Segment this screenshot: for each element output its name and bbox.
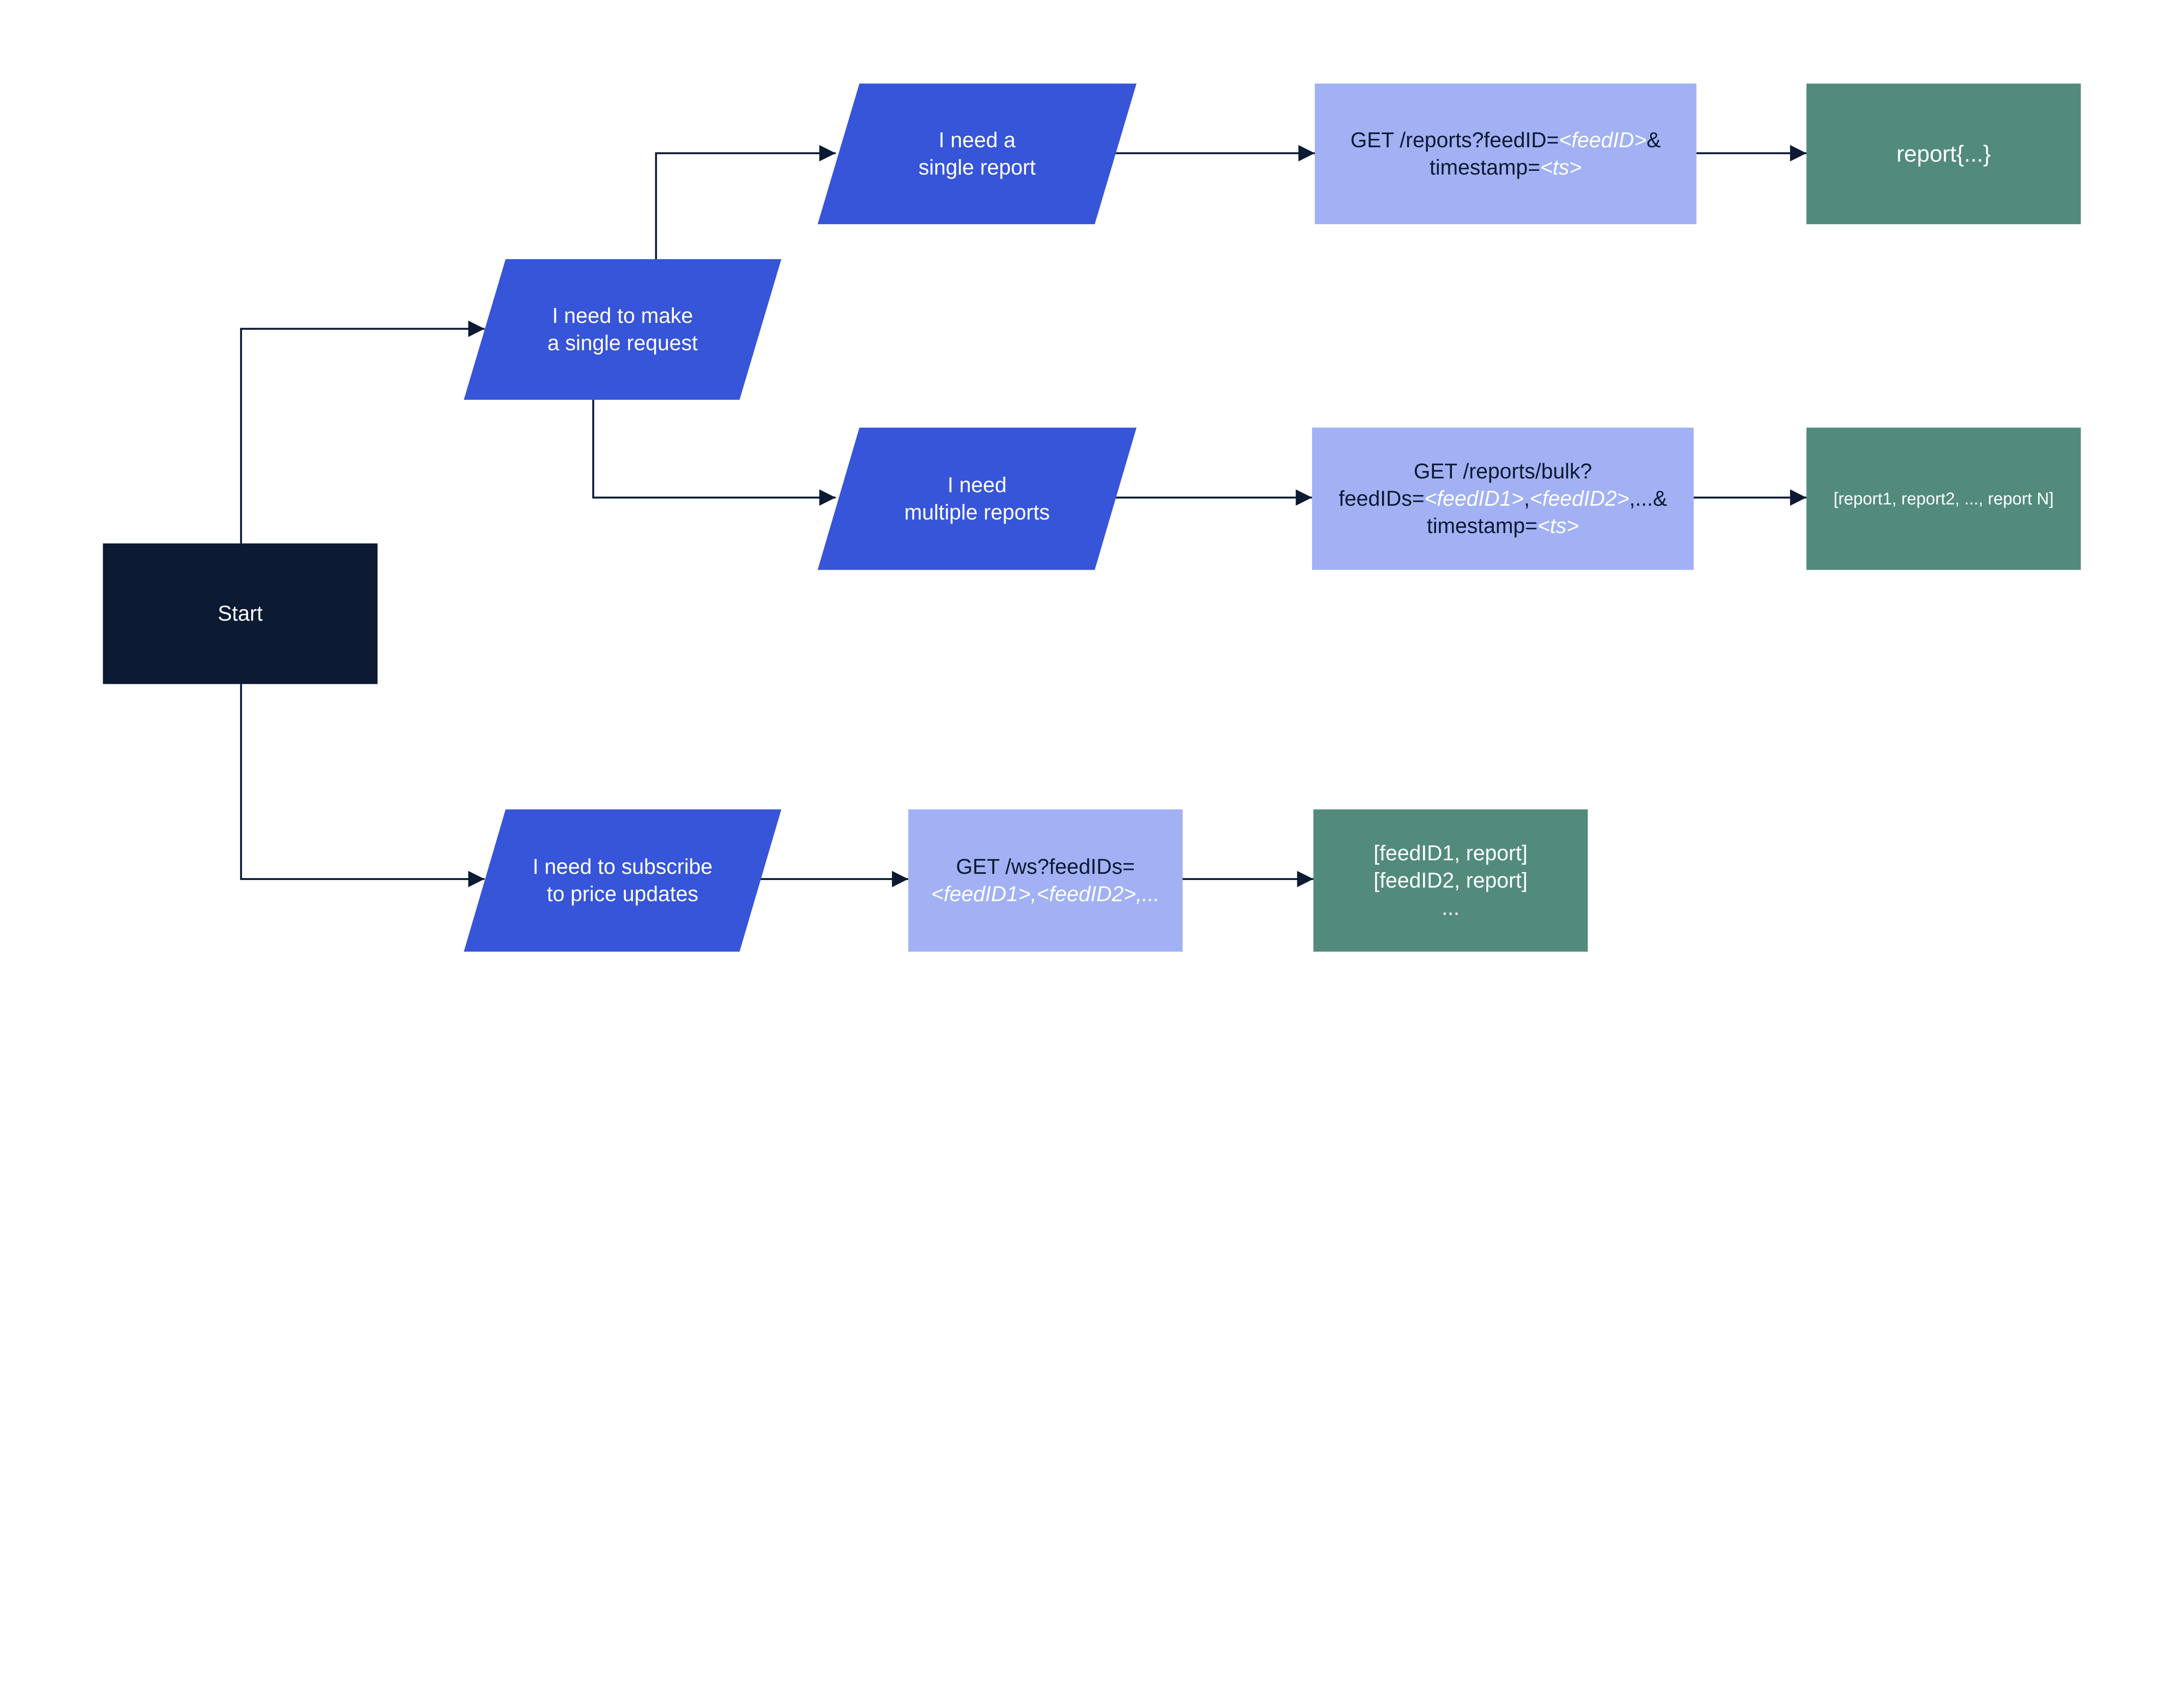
node-get-ws: GET /ws?feedIDs= <feedID1>,<feedID2>,... bbox=[908, 809, 1183, 952]
node-label-line: I need bbox=[947, 473, 1007, 497]
box-shape bbox=[1313, 809, 1588, 952]
label-text: GET /reports/bulk? bbox=[1414, 460, 1592, 483]
edges bbox=[240, 145, 1807, 887]
label-text: a single request bbox=[547, 331, 698, 355]
placeholder-text: <feedID1> bbox=[1424, 487, 1524, 511]
decision-shape bbox=[463, 809, 781, 952]
box-shape bbox=[1806, 427, 2081, 570]
node-label-line: to price updates bbox=[547, 883, 698, 906]
box-shape bbox=[1806, 83, 2081, 225]
arrow-start-to-subscribe bbox=[240, 684, 485, 887]
node-label-line: ... bbox=[1442, 896, 1460, 920]
node-label-line: single report bbox=[919, 156, 1036, 179]
label-text: GET /ws?feedIDs= bbox=[956, 855, 1135, 879]
label-text: Start bbox=[218, 602, 263, 626]
node-label-line: I need to subscribe bbox=[532, 855, 712, 879]
label-text: timestamp= bbox=[1427, 514, 1538, 538]
placeholder-text: <feedID> bbox=[1559, 128, 1647, 152]
label-text: multiple reports bbox=[904, 501, 1050, 524]
node-label-line: Start bbox=[218, 602, 263, 626]
label-text: feedIDs= bbox=[1339, 487, 1424, 511]
node-label-line: [feedID2, report] bbox=[1374, 869, 1527, 892]
label-text: & bbox=[1647, 128, 1661, 152]
label-text: to price updates bbox=[547, 883, 698, 906]
node-start: Start bbox=[103, 543, 378, 684]
node-subscribe: I need to subscribe to price updates bbox=[463, 809, 781, 952]
node-get-bulk: GET /reports/bulk? feedIDs=<feedID1>,<fee… bbox=[1312, 427, 1694, 570]
arrow-single-request-to-single-report bbox=[655, 145, 836, 260]
node-single-request: I need to make a single request bbox=[463, 259, 781, 400]
label-text: I need a bbox=[939, 128, 1016, 152]
node-label-line: GET /ws?feedIDs= bbox=[956, 855, 1135, 879]
node-label-line: GET /reports/bulk? bbox=[1414, 460, 1592, 483]
node-label-line: timestamp=<ts> bbox=[1430, 156, 1582, 179]
decision-shape bbox=[817, 427, 1137, 570]
label-text: report{...} bbox=[1897, 141, 1991, 167]
label-text: [report1, report2, ..., report N] bbox=[1834, 489, 2054, 508]
node-label-line: I need to make bbox=[552, 304, 693, 328]
box-shape bbox=[908, 809, 1183, 952]
placeholder-text: <ts> bbox=[1538, 514, 1579, 538]
decision-shape bbox=[463, 259, 781, 400]
arrow-single-request-to-multiple-reports bbox=[592, 400, 836, 506]
placeholder-text: <ts> bbox=[1540, 156, 1582, 179]
node-label-line: multiple reports bbox=[904, 501, 1050, 524]
node-single-report: I need a single report bbox=[817, 83, 1137, 225]
node-result-ws: [feedID1, report] [feedID2, report]... bbox=[1313, 809, 1588, 952]
node-result-bulk: [report1, report2, ..., report N] bbox=[1806, 427, 2081, 570]
node-label-line: feedIDs=<feedID1>,<feedID2>,...& bbox=[1339, 487, 1667, 511]
node-label-line: <feedID1>,<feedID2>,... bbox=[931, 883, 1160, 906]
placeholder-text: , bbox=[1031, 883, 1037, 906]
node-label-line: [report1, report2, ..., report N] bbox=[1834, 489, 2054, 508]
label-text: I need to make bbox=[552, 304, 693, 328]
node-label-line: I need a bbox=[939, 128, 1016, 152]
label-text: single report bbox=[919, 156, 1036, 179]
node-label-line: timestamp=<ts> bbox=[1427, 514, 1579, 538]
label-text: GET /reports?feedID= bbox=[1351, 128, 1559, 152]
decision-shape bbox=[817, 83, 1137, 225]
arrow-start-to-single-request bbox=[240, 320, 485, 544]
label-text: ... bbox=[1442, 896, 1460, 920]
node-label-line: [feedID1, report] bbox=[1374, 842, 1527, 865]
node-get-single: GET /reports?feedID=<feedID>&timestamp=<… bbox=[1315, 83, 1697, 225]
box-shape bbox=[1315, 83, 1697, 225]
placeholder-text: ,... bbox=[1136, 883, 1160, 906]
placeholder-text: <feedID2> bbox=[1037, 883, 1136, 906]
label-text: , bbox=[1524, 487, 1530, 511]
node-result-single: report{...} bbox=[1806, 83, 2081, 225]
placeholder-text: <feedID1> bbox=[931, 883, 1031, 906]
box-shape bbox=[103, 543, 378, 684]
label-text: I need to subscribe bbox=[532, 855, 712, 879]
placeholder-text: <feedID2> bbox=[1530, 487, 1629, 511]
node-multiple-reports: I need multiple reports bbox=[817, 427, 1137, 570]
label-text: timestamp= bbox=[1430, 156, 1540, 179]
label-text: [feedID1, report] bbox=[1374, 842, 1527, 865]
box-shape bbox=[1312, 427, 1694, 570]
label-text: I need bbox=[947, 473, 1007, 497]
node-label-line: GET /reports?feedID=<feedID>& bbox=[1351, 128, 1661, 152]
label-text: [feedID2, report] bbox=[1374, 869, 1527, 892]
node-label-line: report{...} bbox=[1897, 141, 1991, 167]
node-label-line: a single request bbox=[547, 331, 698, 355]
label-text: ,...& bbox=[1629, 487, 1667, 511]
